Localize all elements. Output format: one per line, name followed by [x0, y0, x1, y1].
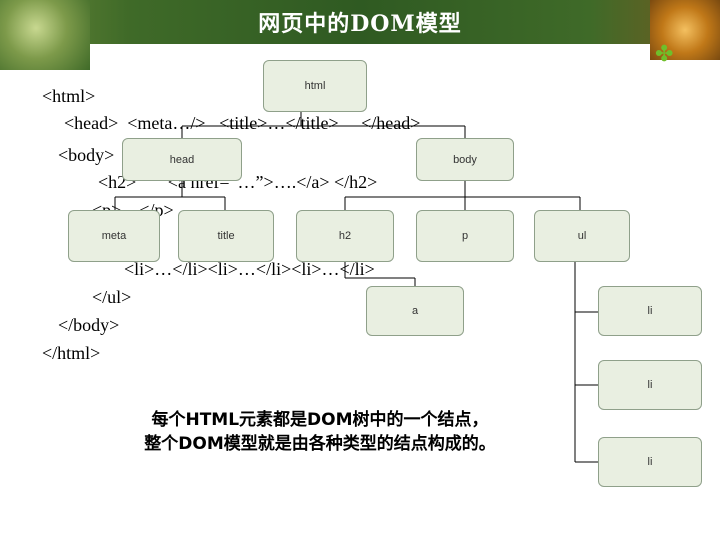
code-line-body-open: <body> [58, 145, 115, 165]
code-line-ul-close: </ul> [92, 287, 132, 307]
node-h2: h2 [296, 210, 394, 262]
node-li-3: li [598, 437, 702, 487]
node-ul: ul [534, 210, 630, 262]
node-li-2: li [598, 360, 702, 410]
slide-title: 网页中的DOM模型 [258, 11, 462, 37]
corner-decoration-right [650, 0, 720, 60]
code-line-html-open: <html> [42, 86, 96, 106]
code-line-li: <li>…</li><li>…</li><li>…</li> [124, 259, 375, 279]
node-li-1: li [598, 286, 702, 336]
node-p: p [416, 210, 514, 262]
node-head: head [122, 138, 242, 181]
node-a: a [366, 286, 464, 336]
caption-line-1: 每个HTML元素都是DOM树中的一个结点， [151, 410, 489, 430]
node-title: title [178, 210, 274, 262]
node-meta: meta [68, 210, 160, 262]
caption: 每个HTML元素都是DOM树中的一个结点， 整个DOM模型就是由各种类型的结点构… [60, 408, 580, 456]
code-line-body-close: </body> [58, 315, 120, 335]
code-line-head: <head> <meta…/> <title>…</title> </head> [64, 113, 421, 133]
code-line-html-close: </html> [42, 343, 101, 363]
node-html: html [263, 60, 367, 112]
puzzle-piece-icon: ✤ [655, 42, 674, 67]
corner-decoration-left [0, 0, 90, 70]
caption-line-2: 整个DOM模型就是由各种类型的结点构成的。 [144, 434, 496, 454]
title-banner [0, 0, 720, 44]
node-body: body [416, 138, 514, 181]
